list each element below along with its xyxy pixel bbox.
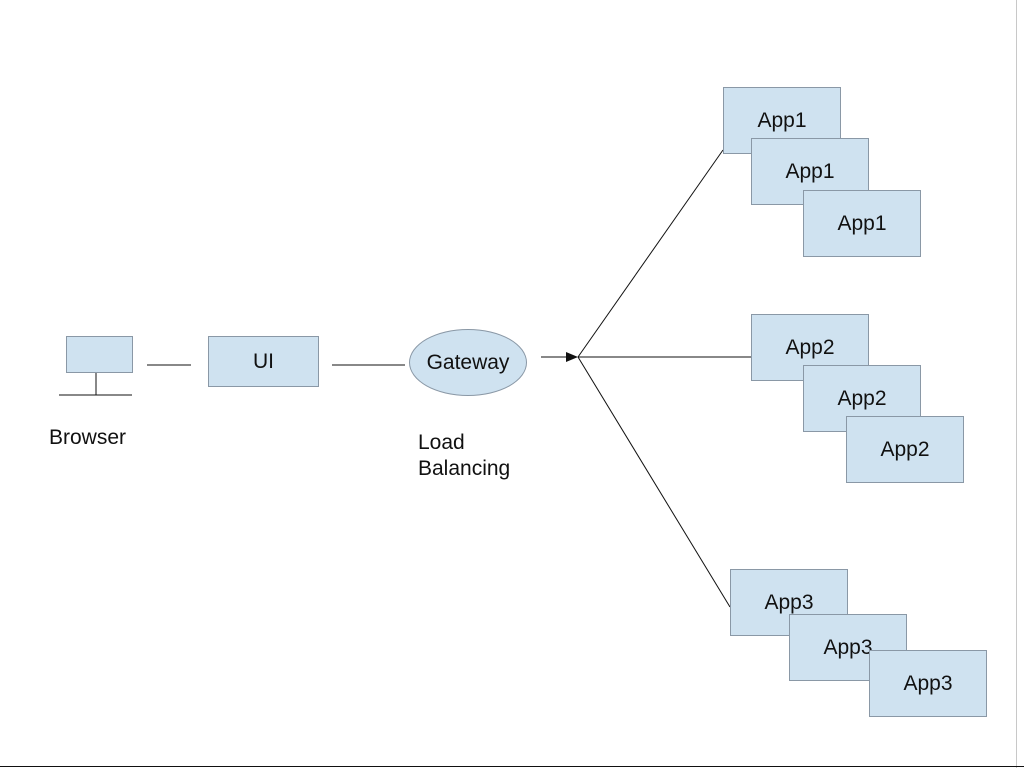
browser-monitor-icon xyxy=(66,336,133,373)
page-border-right xyxy=(1016,0,1017,768)
app1-node-3: App1 xyxy=(803,190,921,257)
load-balancing-line-2: Balancing xyxy=(418,457,511,480)
browser-caption: Browser xyxy=(49,426,127,449)
app2-node-3: App2 xyxy=(846,416,964,483)
load-balancing-line-1: Load xyxy=(418,431,465,454)
load-balancing-caption: Load Balancing xyxy=(418,430,510,482)
ui-node: UI xyxy=(208,336,319,387)
page-border-bottom xyxy=(0,766,1024,767)
fanout-to-app1 xyxy=(577,149,724,358)
gateway-node: Gateway xyxy=(409,329,527,396)
fanout-to-app3 xyxy=(577,356,731,608)
app3-node-3: App3 xyxy=(869,650,987,717)
